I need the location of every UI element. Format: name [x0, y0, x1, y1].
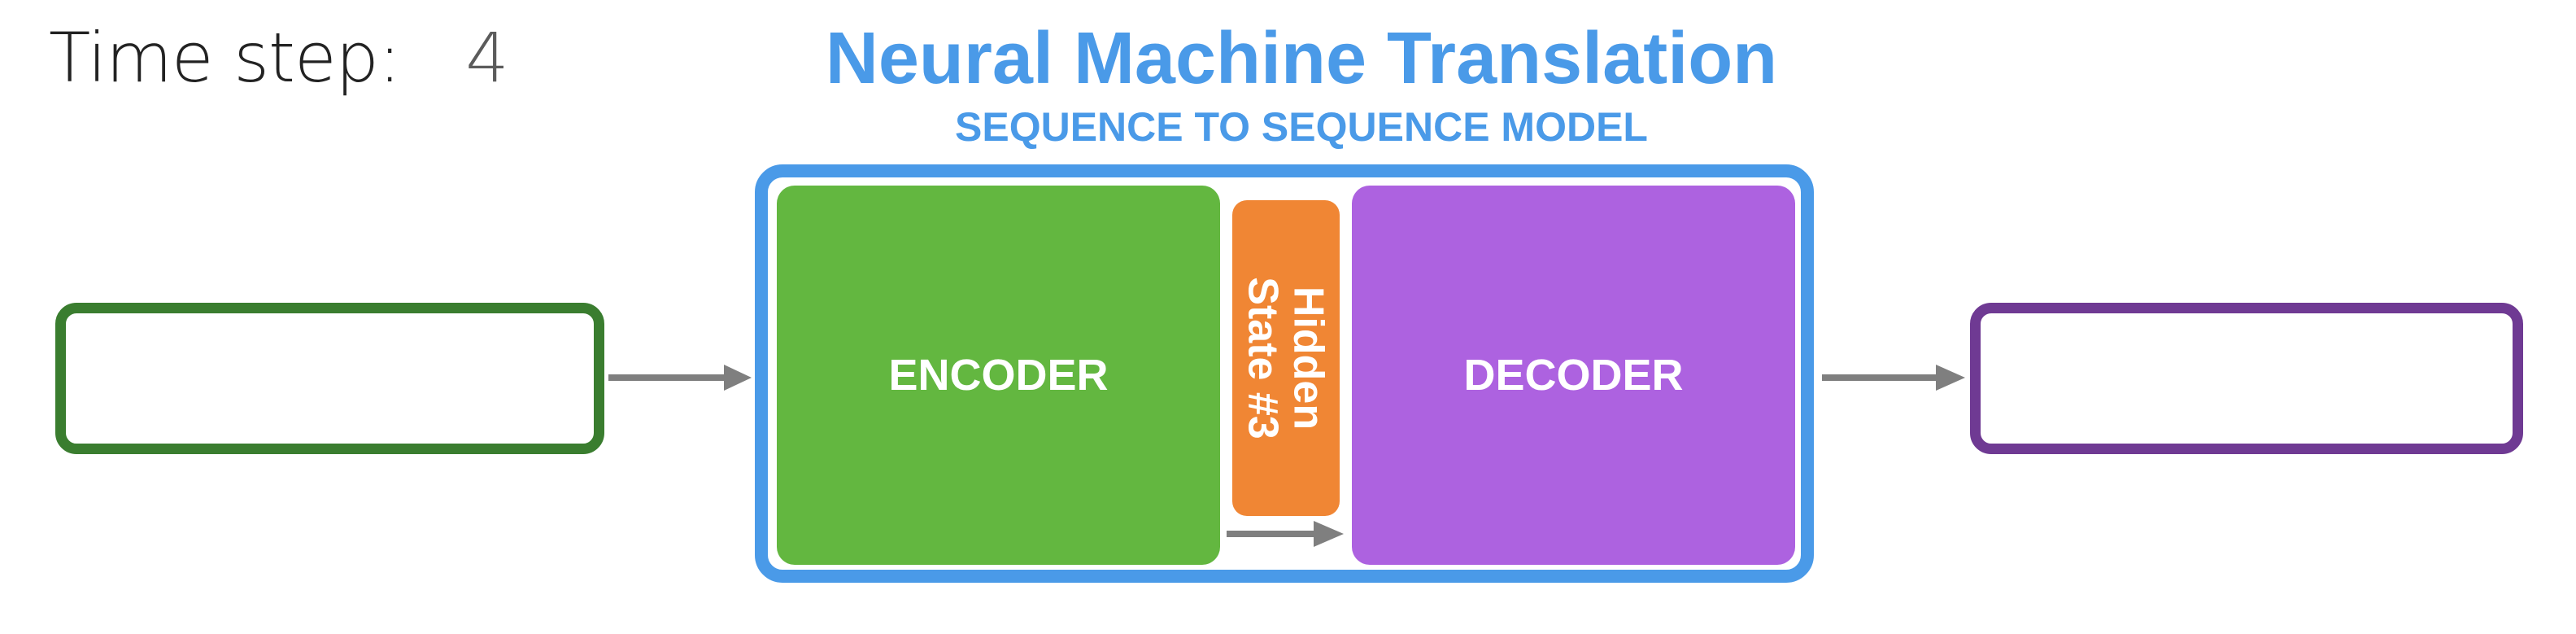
- encoder-to-decoder-arrow: [1227, 521, 1344, 547]
- diagram-title: Neural Machine Translation: [825, 18, 1778, 99]
- seq2seq-model-frame: [755, 164, 1814, 583]
- encoder-block: ENCODER: [777, 186, 1220, 565]
- input-to-encoder-arrow: [608, 365, 752, 391]
- diagram-subtitle: SEQUENCE TO SEQUENCE MODEL: [955, 104, 1648, 150]
- time-step-label: Time step:: [49, 18, 401, 98]
- input-sequence-box: [55, 303, 604, 454]
- time-step-value: 4: [465, 18, 508, 98]
- encoder-label: ENCODER: [888, 351, 1109, 400]
- decoder-to-output-arrow: [1822, 365, 1965, 391]
- output-sequence-box: [1970, 303, 2523, 454]
- decoder-block: DECODER: [1352, 186, 1795, 565]
- time-step-indicator: Time step: 4: [49, 18, 509, 98]
- decoder-label: DECODER: [1463, 351, 1684, 400]
